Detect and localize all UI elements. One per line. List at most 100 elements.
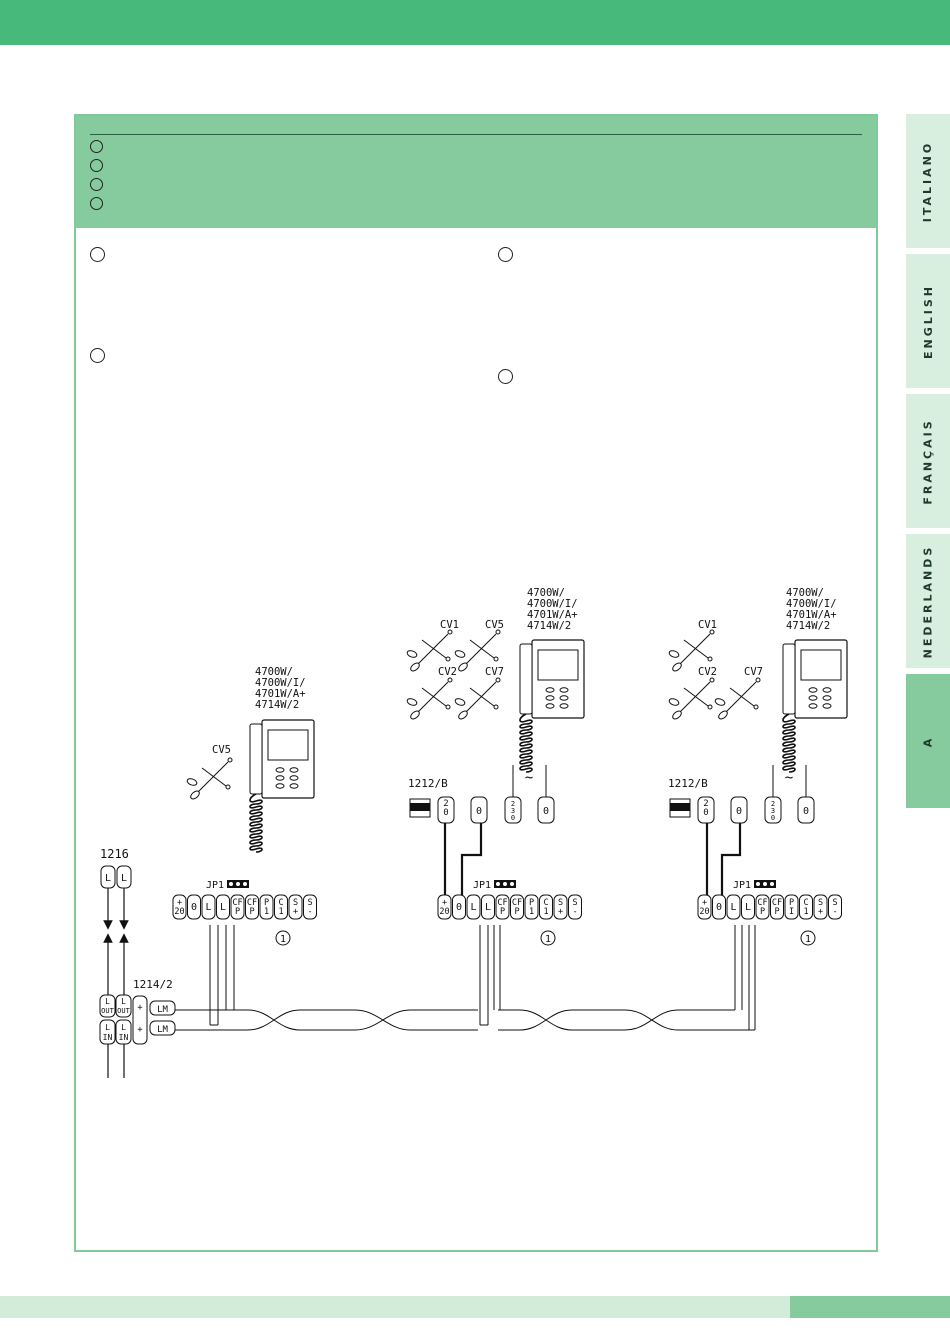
terminal-block-left-terminal-label: +: [177, 898, 182, 908]
section-circle-2: [90, 348, 105, 363]
tab-english[interactable]: ENGLISH: [906, 254, 950, 388]
scissors-icon: [454, 629, 501, 672]
terminal-block-left-terminal: [245, 894, 259, 920]
monitor-left-model: 4701W/A+: [255, 688, 306, 700]
psu-right-terminal-label: 3: [771, 807, 775, 815]
monitor-right-screen: [800, 649, 842, 681]
monitor-right-button: [808, 695, 818, 701]
bottom-bar: [0, 1296, 950, 1318]
bus-terminal: [100, 865, 116, 889]
psu-mid-terminal-label: 0: [443, 808, 448, 818]
lang-circle-1: [90, 140, 103, 153]
psu-mid-terminal-label: 2: [443, 799, 448, 809]
monitor-left-handset: [249, 723, 263, 795]
monitor-left-model: 4700W/: [255, 666, 293, 678]
terminal-block-right-terminal: [741, 894, 755, 920]
terminal-block-mid-terminal-label: S: [572, 898, 577, 908]
monitor-mid-model: 4714W/2: [527, 620, 571, 632]
top-header-bar: [0, 0, 950, 45]
terminal-block-right-terminal-label: 0: [716, 902, 722, 913]
terminal-block-mid-terminal: [481, 894, 495, 920]
scissors-icon: [668, 629, 715, 672]
cut-label: CV5: [212, 744, 231, 756]
tab-francais[interactable]: FRANÇAIS: [906, 394, 950, 528]
splitter-label: 1214/2: [133, 978, 173, 991]
jumper-mid-pin: [496, 882, 500, 886]
monitor-right-cord: [782, 713, 796, 773]
terminal-block-left-terminal: [187, 894, 201, 920]
terminal-block-right-terminal-label: CF: [772, 898, 782, 908]
scissors-icon: [406, 629, 453, 672]
terminal-block-mid-terminal-label: CF: [497, 898, 507, 908]
terminal-block-right-terminal: [813, 894, 828, 920]
terminal-block-right-terminal: [726, 894, 741, 920]
splitter-in-label: L: [105, 1023, 110, 1032]
terminal-block-right-terminal: [784, 894, 799, 920]
psu-right-terminal-label: 2: [703, 799, 708, 809]
terminal-block-mid-terminal: [452, 894, 466, 920]
monitor-left-model: 4700W/I/: [255, 677, 306, 689]
cut-label: CV5: [485, 619, 504, 631]
cut-label: CV2: [438, 666, 457, 678]
terminal-block-left-terminal-label: 1: [264, 907, 269, 917]
psu-mid-din-bar: [410, 803, 430, 811]
terminal-block-mid-terminal: [495, 894, 510, 920]
terminal-block-mid-terminal-label: 1: [543, 907, 548, 917]
terminal-block-right-terminal: [828, 894, 842, 920]
terminal-block-left-terminal-label: 0: [191, 902, 197, 913]
bus-cable: [175, 925, 756, 1031]
callout-left-num: 1: [280, 934, 286, 945]
psu-mid-label: 1212/B: [408, 777, 448, 790]
splitter-in-terminal: [115, 1019, 132, 1045]
terminal-block-left-terminal-label: S: [307, 898, 312, 908]
psu-mid-terminal-label: 3: [511, 807, 515, 815]
monitor-right-model: 4714W/2: [786, 620, 830, 632]
monitor-mid-model: 4700W/: [527, 587, 565, 599]
scissors-icon: [186, 757, 233, 800]
tab-italiano[interactable]: ITALIANO: [906, 114, 950, 248]
bottom-bar-accent: [790, 1296, 950, 1318]
terminal-block-right-terminal-label: P: [774, 907, 779, 917]
terminal-block-left-terminal-label: L: [205, 902, 211, 913]
terminal-block-left-terminal-label: CF: [232, 898, 242, 908]
monitor-mid-model: 4700W/I/: [527, 598, 578, 610]
callout-right: [800, 930, 816, 946]
cut-label: CV1: [440, 619, 459, 631]
jumper-mid-pin: [503, 882, 507, 886]
monitor-right-handset: [782, 643, 796, 715]
psu-mid-terminal: [437, 796, 455, 824]
terminal-block-mid-terminal-label: CF: [512, 898, 522, 908]
splitter-plus-terminal: [132, 995, 148, 1045]
terminal-block-mid-terminal: [510, 894, 524, 920]
monitor-mid-button: [559, 703, 569, 709]
terminal-block-left-terminal-label: P: [235, 907, 240, 917]
splitter-out-label: L: [105, 997, 110, 1006]
monitor-left-button: [275, 783, 285, 789]
terminal-block-mid-terminal-label: P: [514, 907, 519, 917]
callout-left: [275, 930, 291, 946]
terminal-block-mid-terminal: [568, 894, 582, 920]
jumper-mid-label: JP1: [473, 880, 491, 891]
lang-circle-2: [90, 159, 103, 172]
terminal-block-right-terminal: [712, 894, 726, 920]
splitter-in-label: IN: [103, 1033, 113, 1042]
terminal-block-right-terminal-label: CF: [757, 898, 767, 908]
scissors-icon: [714, 677, 761, 720]
terminal-block-mid-terminal-label: +: [558, 907, 563, 917]
psu-mid-terminal-label: 0: [511, 814, 515, 822]
terminal-block-right-terminal-label: S: [818, 898, 823, 908]
tab-nederlands[interactable]: NEDERLANDS: [906, 534, 950, 668]
psu-right-din-bar: [670, 803, 690, 811]
jumper-right-pin: [770, 882, 774, 886]
section-circle-4: [498, 369, 513, 384]
psu-right-terminal-label: 0: [771, 814, 775, 822]
terminal-block-left-terminal: [172, 894, 187, 920]
monitor-mid-button: [545, 703, 555, 709]
monitor-left-button: [275, 767, 285, 773]
terminal-block-left-terminal-label: CF: [247, 898, 257, 908]
tab-a[interactable]: A: [906, 674, 950, 808]
monitor-mid-button: [545, 695, 555, 701]
terminal-block-right-terminal-label: S: [832, 898, 837, 908]
